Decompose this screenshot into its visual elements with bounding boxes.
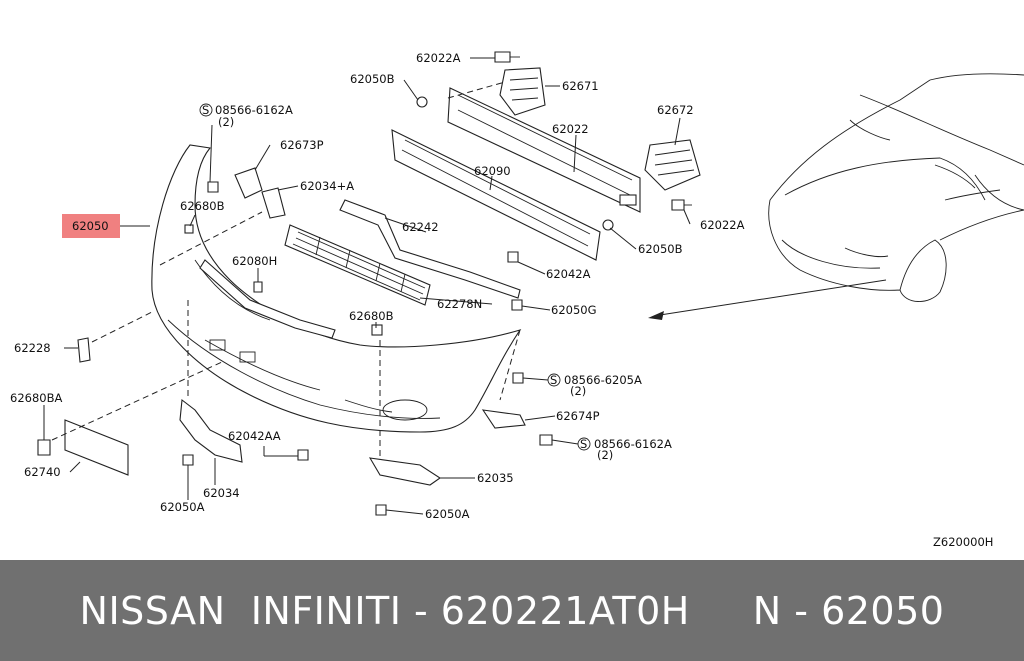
label-62090: 62090 — [474, 164, 511, 178]
label-62042aa: 62042AA — [228, 429, 281, 443]
reinforcement-beam — [447, 87, 641, 213]
label-62740: 62740 — [24, 465, 61, 479]
fasteners — [182, 51, 692, 516]
bracket-62242 — [339, 199, 521, 299]
label-62228: 62228 — [14, 341, 51, 355]
leader-lines — [43, 57, 691, 515]
label-08566-6162a-right: 08566-6162A — [594, 437, 672, 451]
label-62022a-top: 62022A — [416, 51, 461, 65]
part-info-bar: NISSAN INFINITI - 620221AT0H N - 62050 — [0, 560, 1024, 661]
label-62242: 62242 — [402, 220, 439, 234]
energy-absorber — [391, 129, 601, 261]
exploded-view-drawing: S S S 62022A 62050B 62671 08566-6162A (2… — [10, 51, 1024, 549]
label-62050b-top: 62050B — [350, 72, 395, 86]
label-62050a-bottom: 62050A — [425, 507, 470, 521]
label-08566-6205a-qty: (2) — [570, 384, 586, 398]
lower-stiffener — [199, 259, 336, 339]
label-62022: 62022 — [552, 122, 589, 136]
label-62278n: 62278N — [437, 297, 482, 311]
bumper-fascia — [151, 144, 522, 433]
bracket-62671 — [499, 67, 546, 116]
bracket-62672 — [644, 139, 701, 191]
diagram-code: Z620000H — [933, 535, 993, 549]
label-08566-6162a-top-qty: (2) — [218, 115, 234, 129]
highlight-62050 — [62, 214, 120, 238]
label-08566-6162a-right-qty: (2) — [597, 448, 613, 462]
screw-symbol-s: S — [202, 103, 209, 117]
label-62050b-right: 62050B — [638, 242, 683, 256]
assembly-lines — [51, 81, 521, 460]
label-62034: 62034 — [203, 486, 240, 500]
screw-symbol-s: S — [550, 373, 557, 387]
label-62050a-left: 62050A — [160, 500, 205, 514]
label-62671: 62671 — [562, 79, 599, 93]
label-62050g: 62050G — [551, 303, 597, 317]
label-62022a-right: 62022A — [700, 218, 745, 232]
label-62050: 62050 — [72, 219, 109, 233]
label-62035: 62035 — [477, 471, 514, 485]
label-62080h: 62080H — [232, 254, 277, 268]
label-62680b-left: 62680B — [180, 199, 225, 213]
label-62673p: 62673P — [280, 138, 324, 152]
label-08566-6162a-top: 08566-6162A — [215, 103, 293, 117]
label-62034-plus-a: 62034+A — [300, 179, 354, 193]
label-62674p: 62674P — [556, 409, 600, 423]
screw-symbol-s: S — [580, 437, 587, 451]
label-62042a: 62042A — [546, 267, 591, 281]
label-08566-6205a: 08566-6205A — [564, 373, 642, 387]
side-brackets — [37, 167, 526, 486]
part-number-text: NISSAN INFINITI - 620221AT0H N - 62050 — [79, 588, 945, 633]
label-62680ba: 62680BA — [10, 391, 62, 405]
label-62680b-mid: 62680B — [349, 309, 394, 323]
grille-62278n — [284, 224, 431, 306]
vehicle-silhouette — [648, 73, 1024, 320]
screw-symbols — [199, 103, 591, 451]
parts-diagram: S S S 62022A 62050B 62671 08566-6162A (2… — [10, 51, 1024, 549]
label-62672: 62672 — [657, 103, 694, 117]
